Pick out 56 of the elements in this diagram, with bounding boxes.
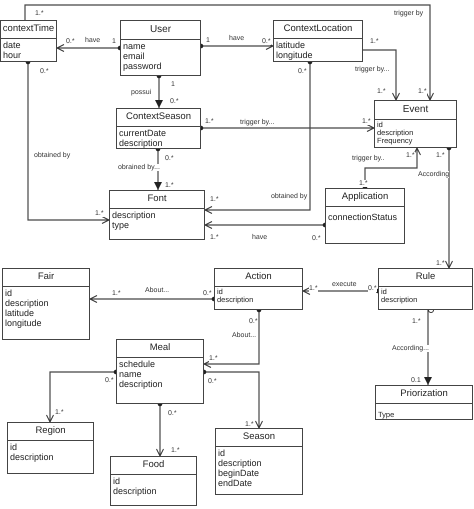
attribute-list: name email password (121, 40, 164, 72)
association-arrow (155, 74, 163, 108)
association-arrow (154, 146, 162, 190)
class-box (109, 190, 205, 240)
class-name: Season (216, 429, 302, 447)
class-box (273, 20, 363, 62)
association-arrow (204, 221, 328, 229)
class-box (2, 268, 90, 340)
attribute-list: currentDate description (117, 126, 168, 150)
class-name: User (121, 21, 200, 40)
class-name: Rule (379, 269, 472, 287)
association-arrow (445, 146, 453, 268)
association-arrow (363, 49, 400, 100)
class-box (7, 422, 94, 474)
class-box (0, 20, 57, 62)
class-box (375, 385, 473, 420)
association-arrow (362, 148, 421, 190)
class-box (214, 268, 303, 310)
association-arrow (56, 44, 122, 52)
class-name: Action (215, 269, 302, 287)
class-name: Event (375, 101, 456, 120)
attribute-list: id description (8, 440, 56, 464)
class-name: Application (326, 189, 404, 207)
attribute-list: id description (111, 474, 159, 498)
association-arrow (204, 308, 262, 368)
class-box (378, 268, 473, 310)
class-name: Fair (3, 269, 89, 287)
association-arrow (204, 60, 312, 214)
association-arrow (302, 287, 380, 295)
attribute-list: latitude longitude (274, 38, 315, 62)
association-arrow (46, 370, 118, 422)
class-name: Priorization (376, 386, 472, 404)
class-box (374, 100, 457, 148)
attribute-list: schedule name description (117, 358, 165, 390)
class-name: contextTime (1, 21, 56, 39)
class-name: ContextSeason (117, 109, 200, 127)
attribute-list: id description beginDate endDate (216, 446, 264, 490)
class-name: Food (111, 457, 196, 475)
class-box (215, 428, 303, 495)
class-box (116, 108, 201, 149)
class-box (120, 20, 201, 76)
class-box (110, 456, 197, 506)
class-name: Region (8, 423, 93, 441)
association-arrow (90, 295, 216, 303)
class-name: Meal (117, 340, 203, 358)
class-name: ContextLocation (274, 21, 362, 39)
attribute-list: description type (110, 208, 158, 232)
class-name: Font (110, 191, 204, 209)
association-arrow (24, 4, 434, 100)
association-arrow (156, 402, 164, 456)
association-arrow (26, 60, 110, 224)
class-box (116, 339, 204, 404)
attribute-list: id description latitude longitude (3, 286, 51, 330)
attribute-list: connectionStatus (326, 210, 400, 223)
class-box (325, 188, 405, 244)
attribute-list: date hour (1, 38, 24, 62)
